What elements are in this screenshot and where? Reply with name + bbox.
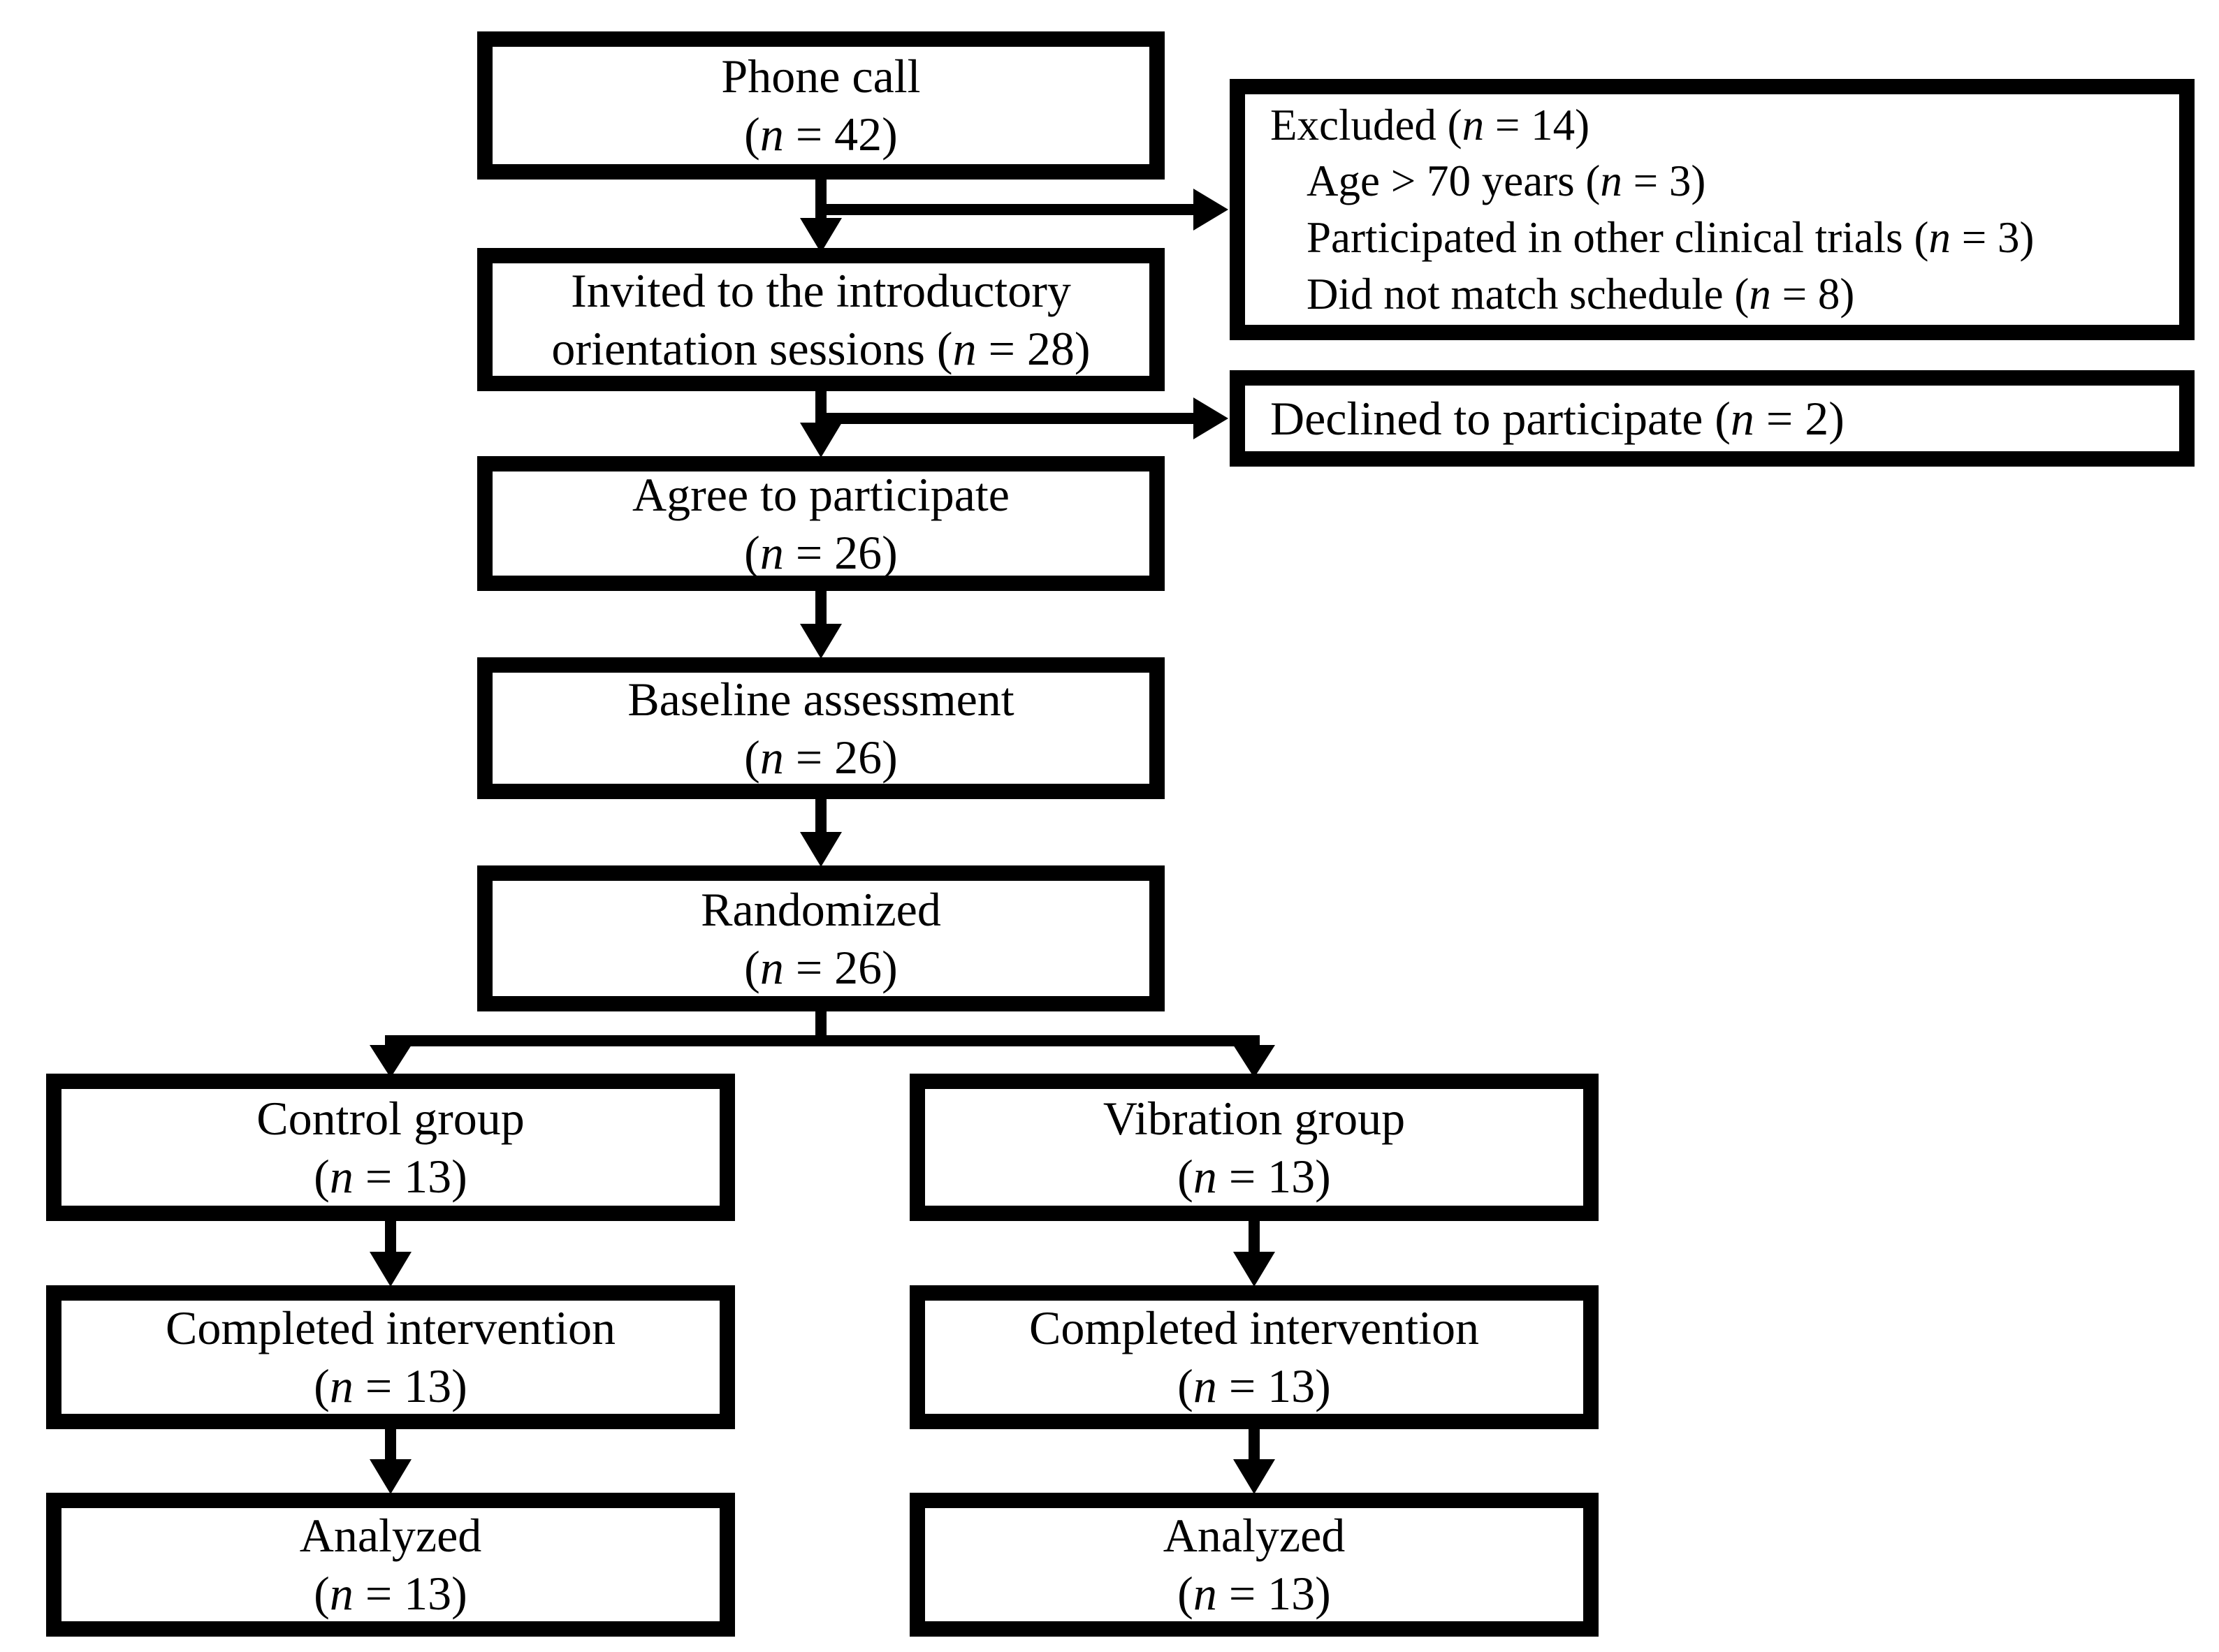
arrow-phonecall-to-excluded (815, 189, 1228, 231)
box-invited: Invited to the introductory orientation … (477, 248, 1165, 391)
box-line: (n = 26) (744, 730, 898, 784)
box-line: Agree to participate (632, 467, 1010, 521)
box-line: (n = 26) (744, 940, 898, 994)
box-vibration-completed: Completed intervention (n = 13) (910, 1285, 1599, 1429)
box-baseline: Baseline assessment (n = 26) (477, 657, 1165, 799)
box-line: Participated in other clinical trials (n… (1307, 213, 2035, 262)
box-line: Analyzed (1163, 1509, 1346, 1563)
arrow-vibration-to-completed (1233, 1220, 1275, 1287)
box-line: Analyzed (299, 1509, 482, 1563)
box-line: orientation sessions (n = 28) (551, 321, 1091, 375)
box-line: (n = 13) (314, 1359, 467, 1412)
box-line: Baseline assessment (627, 672, 1014, 726)
box-randomized: Randomized (n = 26) (477, 865, 1165, 1011)
box-line: (n = 13) (1177, 1359, 1331, 1412)
box-line: Randomized (701, 882, 941, 936)
arrow-randomized-split (370, 1010, 1275, 1078)
box-phone-call: Phone call (n = 42) (477, 31, 1165, 180)
arrow-phonecall-to-invited (800, 175, 842, 253)
box-line: Did not match schedule (n = 8) (1307, 269, 1855, 319)
arrow-invited-to-declined (815, 397, 1228, 439)
box-line: Age > 70 years (n = 3) (1307, 156, 1706, 206)
box-line: Completed intervention (1029, 1301, 1479, 1355)
box-vibration-group: Vibration group (n = 13) (910, 1074, 1599, 1221)
box-line: (n = 26) (744, 525, 898, 579)
arrow-control-to-completed (370, 1220, 412, 1287)
box-agree: Agree to participate (n = 26) (477, 456, 1165, 591)
box-line: Phone call (721, 50, 921, 103)
arrow-invited-to-agree (800, 388, 842, 458)
box-control-group: Control group (n = 13) (46, 1074, 735, 1221)
box-line: (n = 13) (314, 1567, 467, 1620)
box-line: (n = 13) (1177, 1567, 1331, 1620)
box-line: Completed intervention (166, 1301, 616, 1355)
box-line: Invited to the introductory (571, 263, 1071, 317)
arrow-baseline-to-randomized (800, 798, 842, 867)
box-line: Control group (256, 1091, 525, 1145)
box-line: Vibration group (1103, 1091, 1406, 1145)
box-excluded: Excluded (n = 14) Age > 70 years (n = 3)… (1230, 79, 2195, 340)
box-vibration-analyzed: Analyzed (n = 13) (910, 1493, 1599, 1637)
box-control-completed: Completed intervention (n = 13) (46, 1285, 735, 1429)
box-control-analyzed: Analyzed (n = 13) (46, 1493, 735, 1637)
box-line: (n = 13) (314, 1149, 467, 1203)
box-line: (n = 13) (1177, 1149, 1331, 1203)
box-line: Excluded (n = 14) (1270, 100, 1590, 149)
arrow-vibration-completed-to-analyzed (1233, 1428, 1275, 1494)
arrow-control-completed-to-analyzed (370, 1428, 412, 1494)
box-line: (n = 42) (744, 108, 898, 161)
box-declined: Declined to participate (n = 2) (1230, 370, 2195, 467)
arrow-agree-to-baseline (800, 590, 842, 659)
box-line: Declined to participate (n = 2) (1270, 391, 1845, 445)
